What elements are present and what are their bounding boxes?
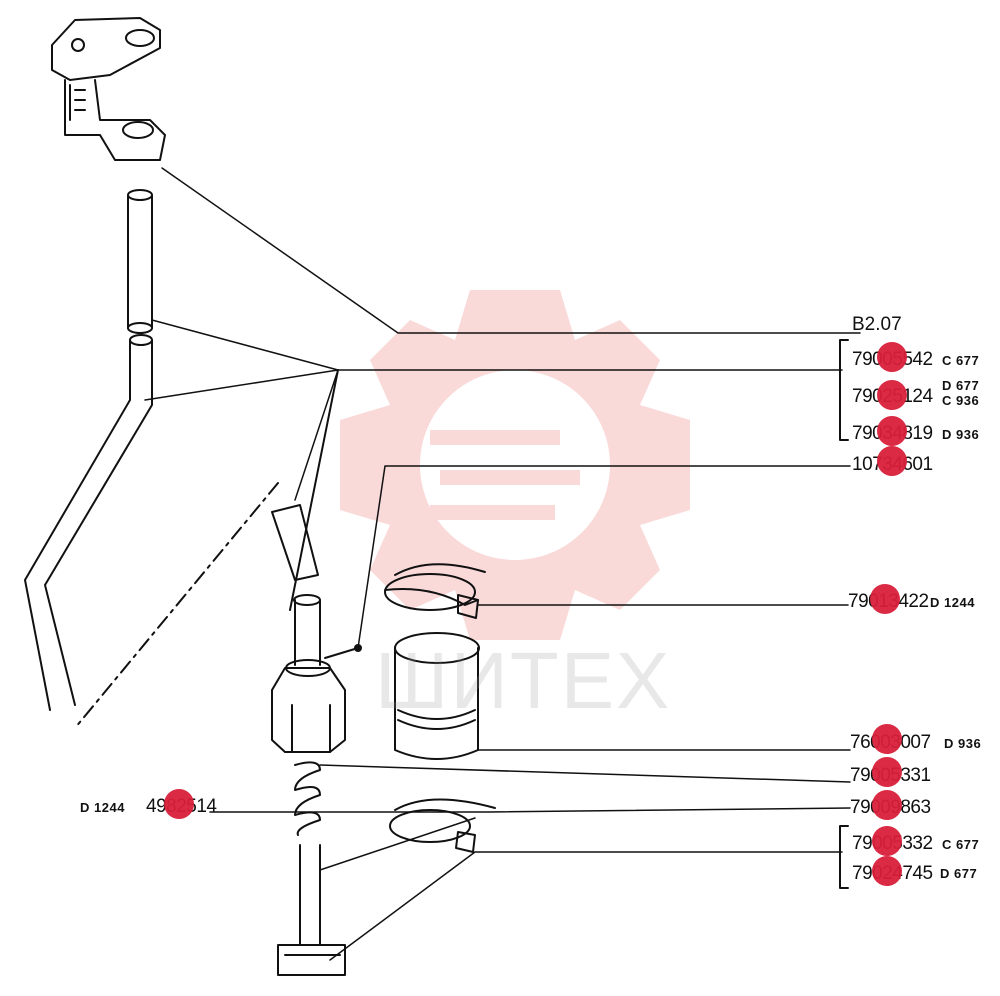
watermark-text: ШИТЕХ xyxy=(375,636,672,725)
group-bracket-bottom xyxy=(839,825,849,889)
plunger xyxy=(277,844,346,976)
model-variant: D 1244 xyxy=(930,595,975,610)
highlight-marker xyxy=(877,446,907,476)
watermark-gear-logo xyxy=(340,290,690,640)
model-variant: C 677 xyxy=(942,837,980,852)
highlight-marker xyxy=(870,584,900,614)
rubber-sleeve xyxy=(394,632,480,760)
highlight-marker xyxy=(164,789,194,819)
model-variant: C 677 xyxy=(942,353,980,368)
model-variant: D 1244 xyxy=(80,800,125,815)
fitting-block xyxy=(271,659,346,753)
highlight-marker xyxy=(872,724,902,754)
highlight-marker xyxy=(877,342,907,372)
hose-clamp-upper xyxy=(384,563,486,619)
crank-bracket xyxy=(51,17,166,161)
leader-lines xyxy=(144,167,861,961)
center-line xyxy=(74,482,279,729)
spring xyxy=(294,761,321,836)
highlight-marker xyxy=(872,856,902,886)
bent-rod xyxy=(24,334,153,711)
leader-line xyxy=(289,369,339,611)
model-variant: D 677 xyxy=(940,866,978,881)
pin xyxy=(324,647,359,659)
hose-clamp-lower xyxy=(389,798,496,853)
diagram-title: B2.07 xyxy=(852,314,902,335)
highlight-marker xyxy=(877,380,907,410)
model-variant: D 936 xyxy=(942,427,980,442)
upper-rod xyxy=(127,189,153,334)
model-variant: C 936 xyxy=(942,393,980,408)
model-variant: D 677 xyxy=(942,378,980,393)
highlight-marker xyxy=(872,757,902,787)
highlight-marker xyxy=(872,826,902,856)
highlight-marker xyxy=(877,416,907,446)
highlight-marker xyxy=(872,790,902,820)
group-bracket-top xyxy=(839,339,849,441)
model-variant: D 936 xyxy=(944,736,982,751)
hose-section xyxy=(271,504,321,666)
